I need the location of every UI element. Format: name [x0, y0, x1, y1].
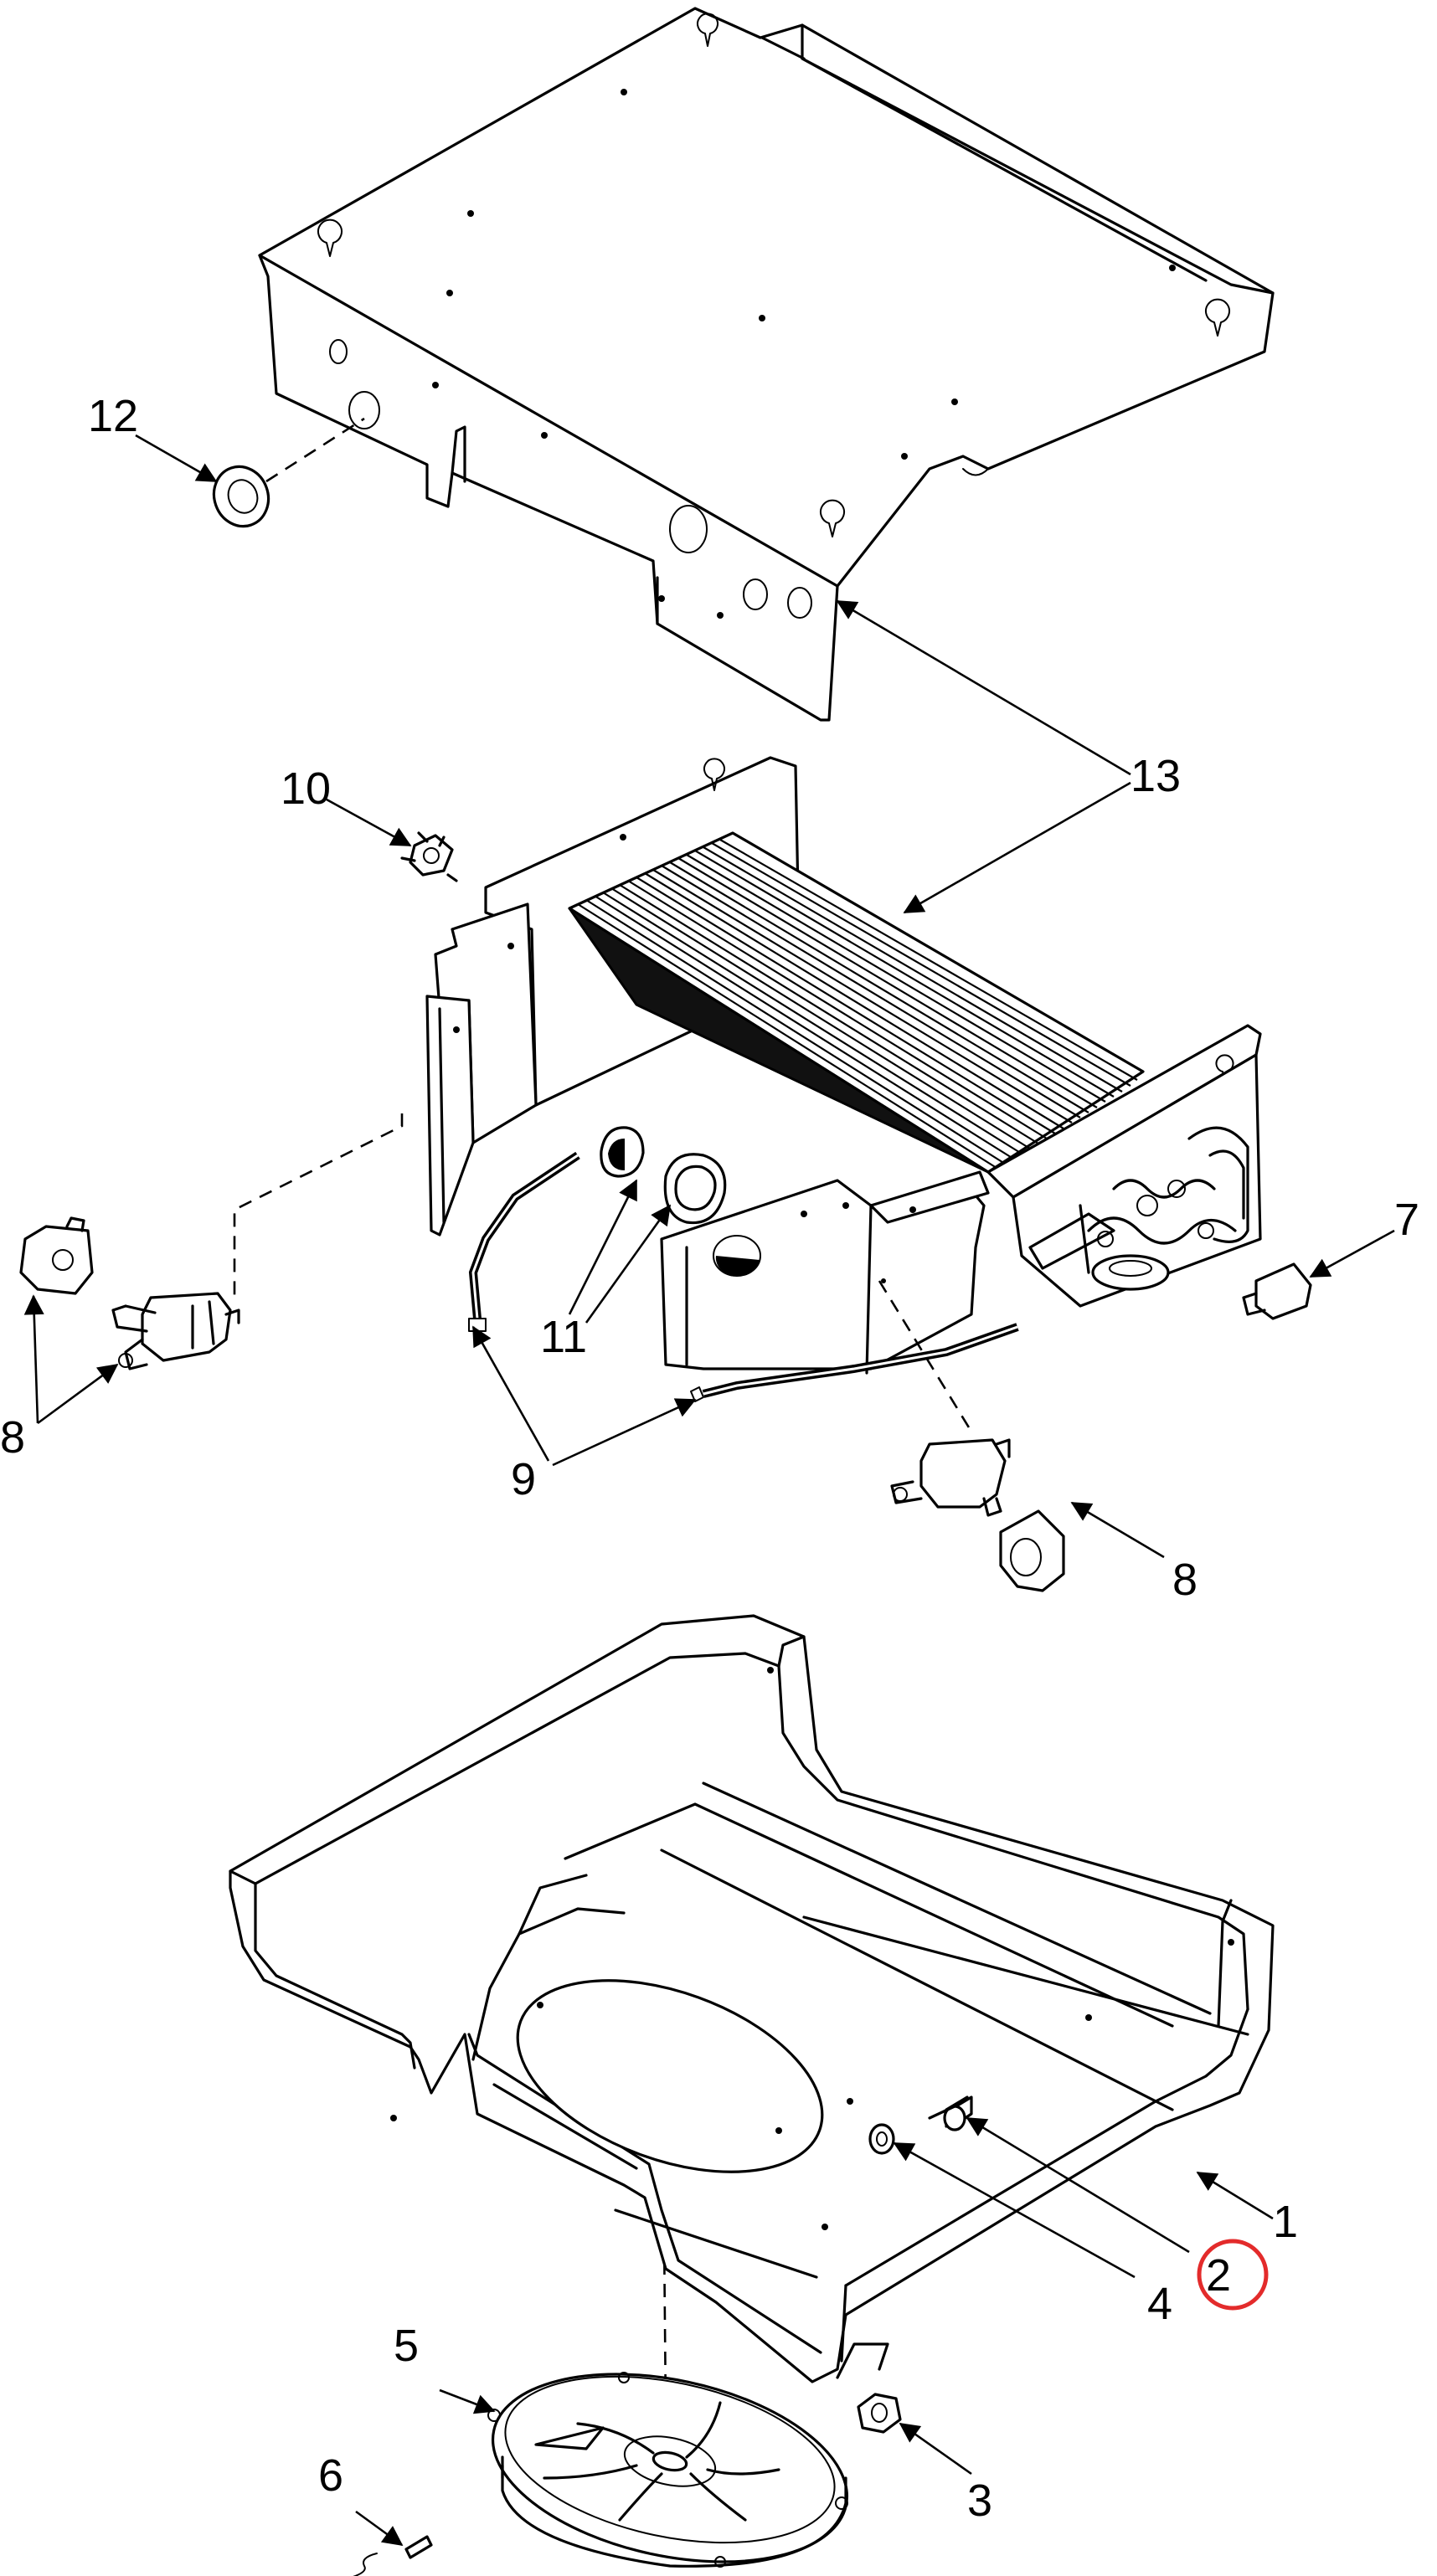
callout-12: 12 — [88, 391, 138, 441]
callout-3: 3 — [967, 2476, 992, 2526]
mounting-plate-part-13 — [258, 7, 1275, 722]
valve-left-part-8 — [19, 1216, 240, 1370]
fitting-part-7 — [1242, 1262, 1312, 1320]
clip-part-10 — [400, 831, 458, 882]
drain-hoses-part-9 — [468, 1151, 1019, 1402]
pin-part-6 — [353, 2535, 433, 2576]
evaporator-coil-assembly — [425, 756, 1262, 1375]
bushings-part-11 — [600, 1126, 727, 1225]
callout-8-right: 8 — [1172, 1555, 1198, 1605]
grommet-part-12 — [212, 417, 365, 528]
callout-4: 4 — [1147, 2279, 1172, 2329]
callout-labels: 1 2 3 4 5 6 7 8 8 9 10 11 12 13 — [0, 391, 1419, 2526]
refrigerant-tubing — [1028, 1126, 1249, 1291]
callout-7: 7 — [1394, 1195, 1419, 1245]
callout-11: 11 — [540, 1312, 587, 1362]
leader-arrows — [23, 434, 1395, 2547]
callout-10: 10 — [281, 764, 331, 814]
coil-fins — [577, 839, 1138, 1169]
highlight-ring-callout-2 — [1197, 2239, 1269, 2311]
fan-part-5 — [487, 2372, 849, 2568]
callout-6: 6 — [318, 2450, 343, 2501]
washer-part-4 — [868, 2123, 895, 2155]
callout-9: 9 — [511, 1454, 536, 1504]
valve-right-part-8 — [890, 1438, 1065, 1592]
nut-part-3 — [857, 2393, 902, 2434]
callout-1: 1 — [1273, 2197, 1298, 2247]
base-pan-part-1 — [229, 1614, 1275, 2383]
keyhole-slots — [317, 13, 1230, 537]
callout-13: 13 — [1131, 751, 1181, 801]
callout-2: 2 — [1206, 2250, 1231, 2301]
stud-part-2 — [928, 2095, 973, 2131]
callout-5: 5 — [394, 2321, 419, 2371]
callout-8-left: 8 — [0, 1412, 25, 1463]
